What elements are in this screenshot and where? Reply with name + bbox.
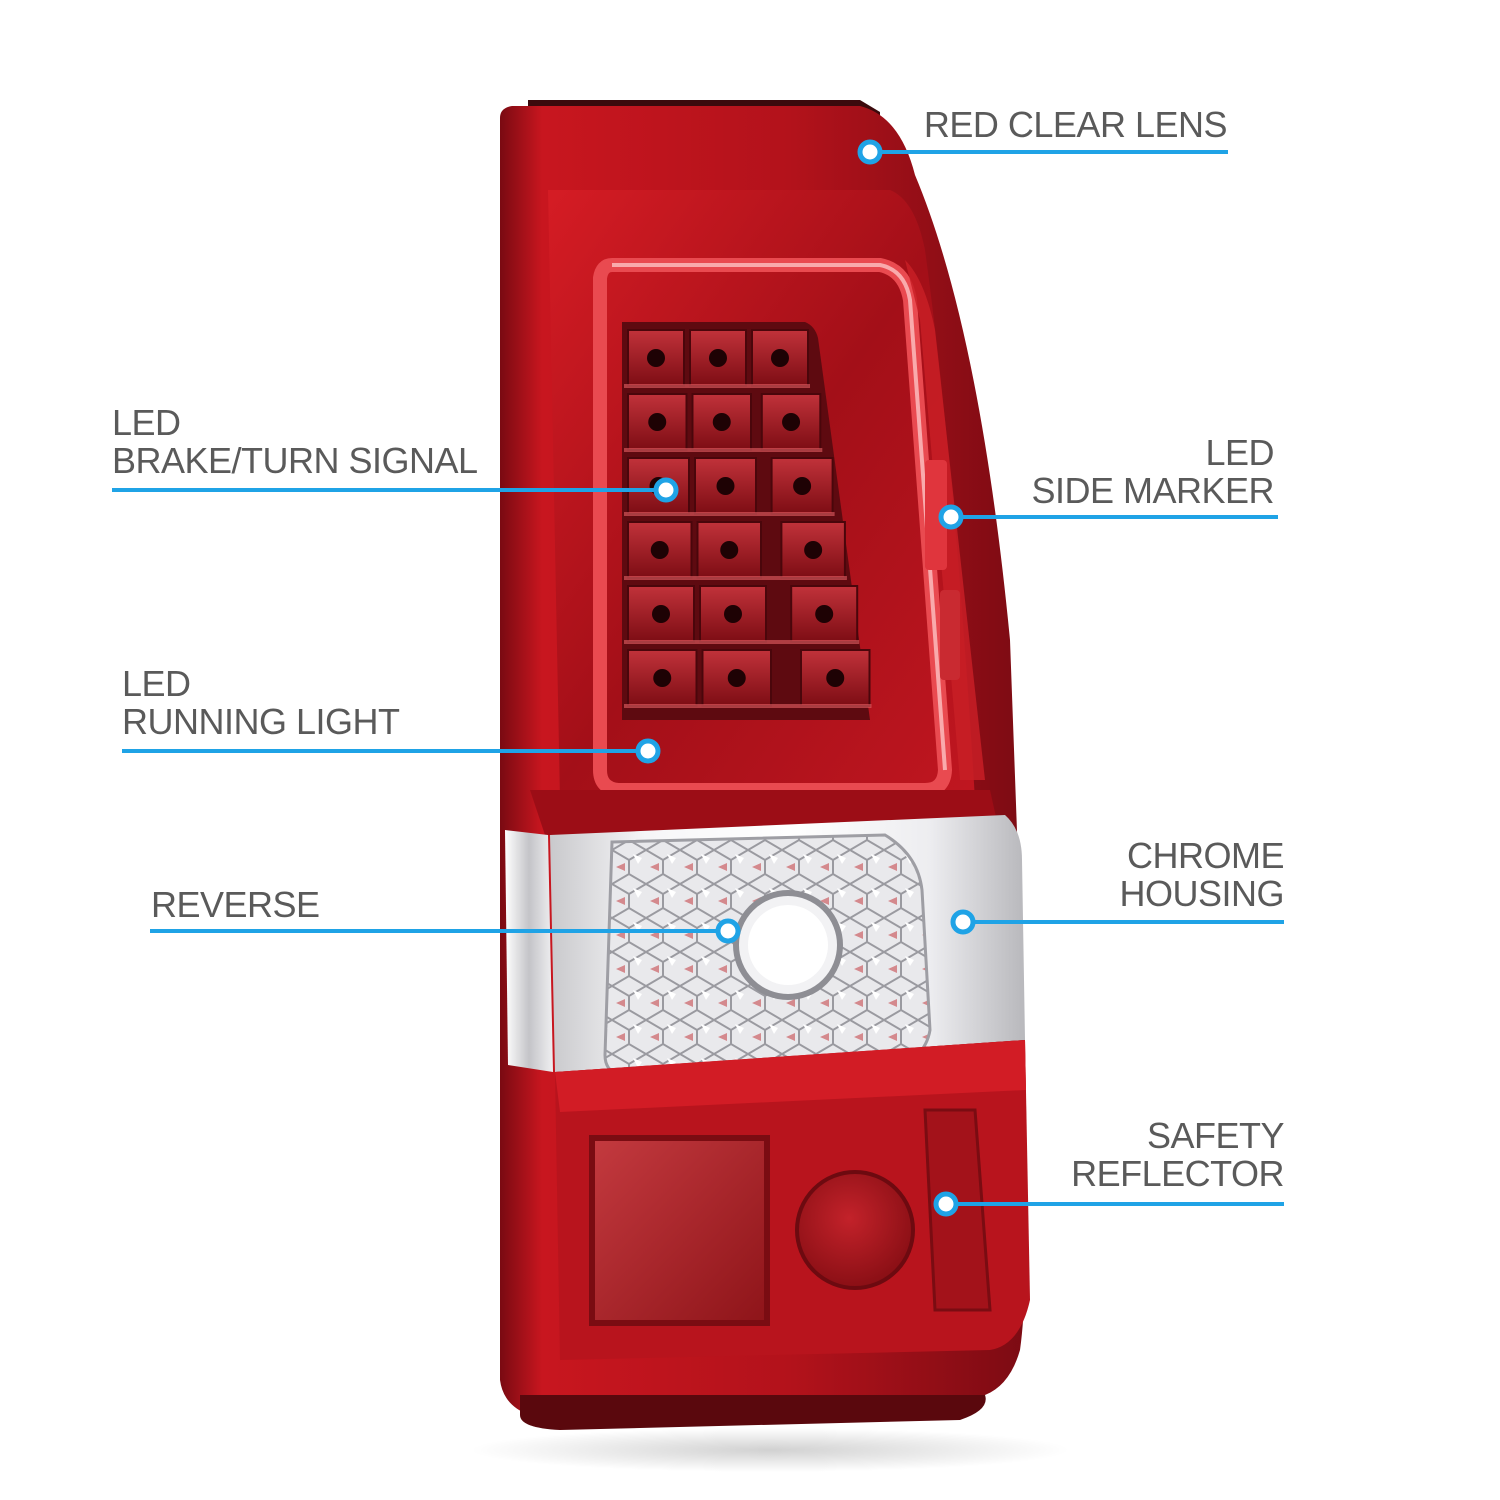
led-diode <box>771 349 789 367</box>
led-diode <box>782 413 801 431</box>
label-safety-reflector-line2: REFLECTOR <box>1071 1153 1284 1194</box>
dot-safety-reflector <box>933 1191 959 1217</box>
led-diode <box>727 669 746 687</box>
led-diode <box>647 349 665 367</box>
led-diode <box>712 413 731 431</box>
label-safety-reflector: SAFETY REFLECTOR <box>1071 1117 1284 1193</box>
led-row-highlight <box>624 704 872 708</box>
callout-lines <box>112 150 1284 1206</box>
led-diode <box>793 477 812 495</box>
led-diode <box>720 541 739 559</box>
label-led-running-light-line1: LED <box>122 663 191 704</box>
label-safety-reflector-line1: SAFETY <box>1146 1115 1285 1156</box>
led-diode <box>652 605 670 623</box>
label-chrome-housing-line1: CHROME <box>1127 835 1284 876</box>
led-diode <box>826 669 845 687</box>
led-diode <box>653 669 672 687</box>
label-led-brake-turn: LED BRAKE/TURN SIGNAL <box>112 404 478 480</box>
label-chrome-housing: CHROME HOUSING <box>1119 837 1284 913</box>
led-diode <box>716 477 735 495</box>
label-led-running-light: LED RUNNING LIGHT <box>122 665 400 741</box>
led-diode <box>815 605 834 623</box>
led-diode <box>650 541 669 559</box>
label-led-brake-turn-line2: BRAKE/TURN SIGNAL <box>112 440 478 481</box>
dot-led-running-light <box>635 738 661 764</box>
callout-dots <box>635 139 976 1217</box>
led-diode <box>804 541 823 559</box>
dot-reverse <box>715 918 741 944</box>
led-row-highlight <box>624 448 823 452</box>
label-reverse-line1: REVERSE <box>151 884 320 925</box>
label-led-side-marker-line1: LED <box>1205 432 1274 473</box>
label-reverse: REVERSE <box>151 886 320 924</box>
led-row-highlight <box>624 512 835 516</box>
led-diode <box>724 605 742 623</box>
dot-red-clear-lens <box>857 139 883 165</box>
dot-chrome-housing <box>950 909 976 935</box>
led-row-highlight <box>624 384 810 388</box>
dot-led-brake-turn <box>653 477 679 503</box>
led-row-highlight <box>624 640 860 644</box>
led-row-highlight <box>624 576 847 580</box>
led-diode <box>709 349 727 367</box>
label-led-running-light-line2: RUNNING LIGHT <box>122 701 400 742</box>
safety-reflector <box>923 1108 992 1312</box>
label-led-side-marker: LED SIDE MARKER <box>1031 434 1274 510</box>
label-led-side-marker-line2: SIDE MARKER <box>1031 470 1274 511</box>
label-red-clear-lens-line1: RED CLEAR LENS <box>923 104 1228 145</box>
label-chrome-housing-line2: HOUSING <box>1119 873 1284 914</box>
square-reflector <box>589 1135 770 1326</box>
label-red-clear-lens: RED CLEAR LENS <box>923 104 1228 145</box>
led-grid <box>624 329 872 708</box>
round-reflector <box>795 1170 915 1290</box>
label-led-brake-turn-line1: LED <box>112 402 181 443</box>
led-diode <box>648 413 667 431</box>
dot-led-side-marker <box>938 504 964 530</box>
